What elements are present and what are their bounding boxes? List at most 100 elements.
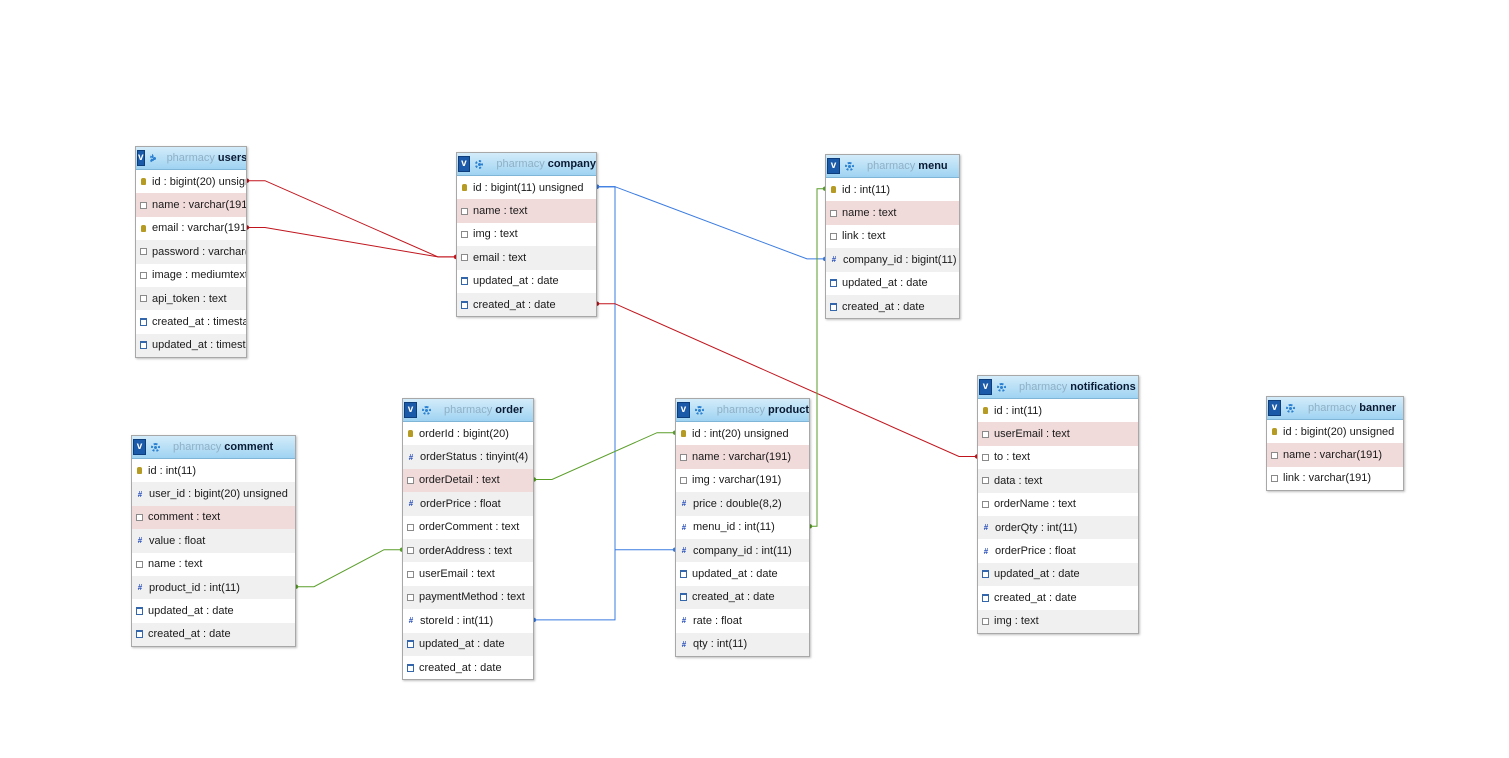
column-row[interactable]: created_at : date — [132, 622, 295, 647]
column-row[interactable]: #qty : int(11) — [676, 632, 809, 656]
column-row[interactable]: link : text — [826, 225, 959, 248]
column-row[interactable]: orderId : bigint(20) — [403, 422, 533, 445]
column-row[interactable]: orderAddress : text — [403, 538, 533, 563]
column-row[interactable]: updated_at : date — [826, 272, 959, 295]
column-row[interactable]: updated_at : date — [676, 562, 809, 585]
column-row[interactable]: data : text — [978, 469, 1138, 493]
column-row[interactable]: name : varchar(191) — [676, 445, 809, 469]
column-row[interactable]: orderName : text — [978, 493, 1138, 516]
column-row[interactable]: id : bigint(20) unsigned — [1267, 420, 1403, 443]
column-row[interactable]: id : bigint(20) unsigned — [136, 170, 246, 193]
column-row[interactable]: updated_at : date — [132, 599, 295, 622]
toggle-columns-button[interactable]: v — [404, 402, 417, 418]
column-row[interactable]: email : text — [457, 246, 596, 270]
toggle-columns-button[interactable]: v — [133, 439, 146, 455]
gear-icon[interactable] — [694, 405, 704, 415]
column-row[interactable]: created_at : date — [978, 586, 1138, 609]
toggle-columns-button[interactable]: v — [1268, 400, 1281, 416]
column-row[interactable]: created_at : date — [403, 656, 533, 679]
column-row[interactable]: #company_id : bigint(11) — [826, 248, 959, 272]
column-row[interactable]: img : varchar(191) — [676, 469, 809, 492]
column-row[interactable]: userEmail : text — [403, 562, 533, 585]
column-row[interactable]: id : int(11) — [132, 459, 295, 482]
column-row[interactable]: orderComment : text — [403, 516, 533, 539]
gear-icon[interactable] — [845, 161, 854, 171]
column-label: img : text — [473, 228, 518, 241]
text-icon — [830, 209, 837, 217]
column-row[interactable]: userEmail : text — [978, 422, 1138, 446]
toggle-columns-button[interactable]: v — [137, 150, 145, 166]
column-label: api_token : text — [152, 292, 227, 305]
column-row[interactable]: name : varchar(191) — [1267, 443, 1403, 467]
column-row[interactable]: updated_at : date — [403, 632, 533, 656]
toggle-columns-button[interactable]: v — [979, 379, 992, 395]
column-row[interactable]: name : text — [457, 199, 596, 223]
column-row[interactable]: #rate : float — [676, 609, 809, 632]
column-row[interactable]: created_at : date — [826, 294, 959, 319]
column-row[interactable]: #menu_id : int(11) — [676, 516, 809, 539]
column-row[interactable]: img : text — [978, 609, 1138, 633]
column-row[interactable]: img : text — [457, 223, 596, 246]
column-row[interactable]: id : int(11) — [826, 178, 959, 201]
column-row[interactable]: #value : float — [132, 529, 295, 553]
column-row[interactable]: created_at : timestamp — [136, 310, 246, 333]
column-row[interactable]: comment : text — [132, 505, 295, 530]
column-row[interactable]: link : varchar(191) — [1267, 467, 1403, 490]
column-row[interactable]: id : int(11) — [978, 399, 1138, 422]
gear-icon[interactable] — [422, 405, 431, 415]
column-row[interactable]: email : varchar(191) — [136, 217, 246, 240]
column-row[interactable]: #orderStatus : tinyint(4) — [403, 445, 533, 469]
column-row[interactable]: updated_at : date — [457, 270, 596, 293]
column-row[interactable]: #product_id : int(11) — [132, 575, 295, 600]
column-row[interactable]: id : bigint(11) unsigned — [457, 176, 596, 199]
column-row[interactable]: api_token : text — [136, 286, 246, 311]
column-row[interactable]: #orderPrice : float — [403, 492, 533, 516]
column-row[interactable]: orderDetail : text — [403, 468, 533, 493]
gear-icon[interactable] — [1286, 403, 1295, 413]
column-row[interactable]: #storeId : int(11) — [403, 609, 533, 632]
column-row[interactable]: created_at : date — [676, 585, 809, 610]
column-label: name : text — [148, 558, 203, 571]
column-row[interactable]: #orderPrice : float — [978, 539, 1138, 562]
column-row[interactable]: #orderQty : int(11) — [978, 515, 1138, 540]
column-row[interactable]: image : mediumtext — [136, 264, 246, 287]
gear-icon[interactable] — [997, 382, 1006, 392]
gear-icon[interactable] — [151, 442, 160, 452]
column-row[interactable]: #company_id : int(11) — [676, 538, 809, 563]
column-row[interactable]: created_at : date — [457, 292, 596, 317]
column-row[interactable]: paymentMethod : text — [403, 585, 533, 610]
toggle-columns-button[interactable]: v — [458, 156, 470, 172]
column-row[interactable]: password : varchar(191) — [136, 240, 246, 264]
column-row[interactable]: name : text — [132, 553, 295, 576]
column-row[interactable]: name : text — [826, 201, 959, 225]
text-icon — [407, 570, 414, 578]
column-row[interactable]: #user_id : bigint(20) unsigned — [132, 482, 295, 506]
toggle-columns-button[interactable]: v — [677, 402, 690, 418]
column-row[interactable]: name : varchar(191) — [136, 193, 246, 217]
toggle-columns-button[interactable]: v — [827, 158, 840, 174]
gear-icon[interactable] — [149, 153, 156, 163]
column-row[interactable]: #price : double(8,2) — [676, 492, 809, 516]
column-row[interactable]: updated_at : date — [978, 562, 1138, 587]
gear-icon[interactable] — [474, 159, 484, 169]
column-row[interactable]: id : int(20) unsigned — [676, 422, 809, 445]
column-row[interactable]: updated_at : timestamp — [136, 333, 246, 358]
column-row[interactable]: to : text — [978, 446, 1138, 469]
